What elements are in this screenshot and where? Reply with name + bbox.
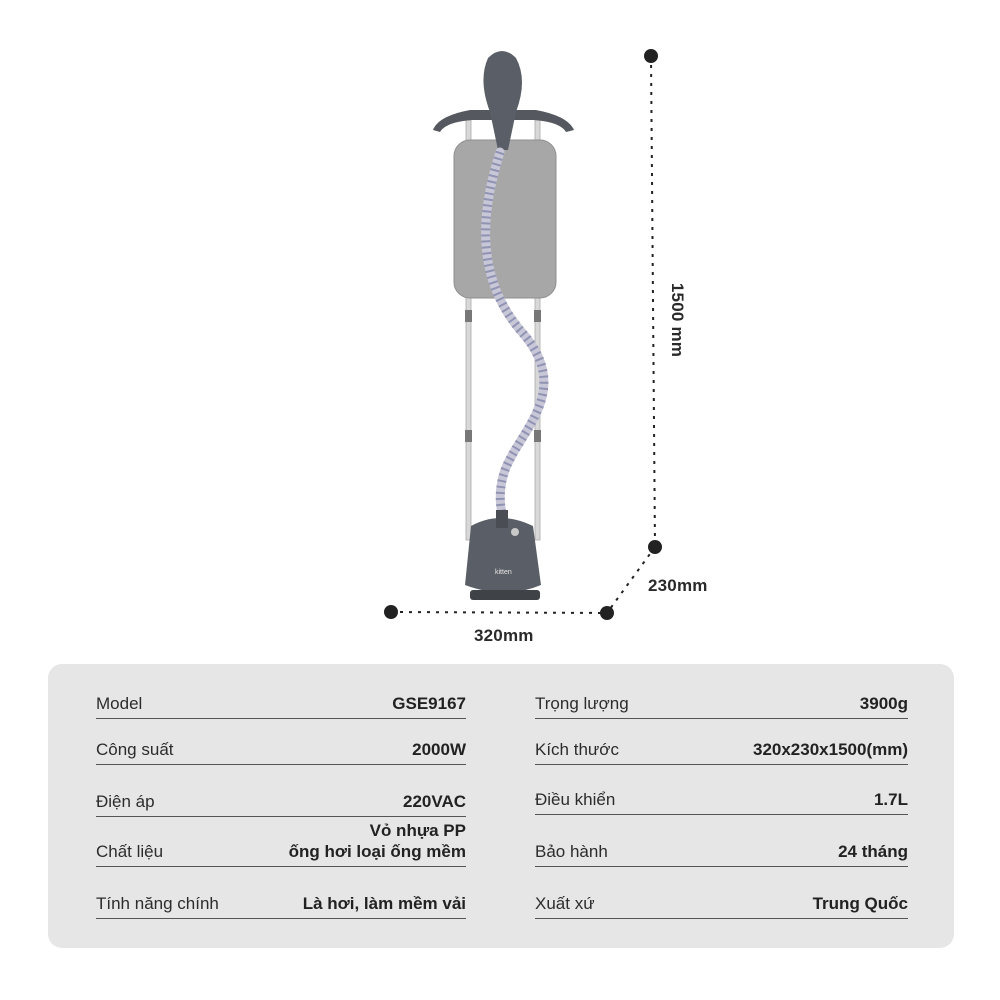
spec-label: Chất liệu [96,842,164,861]
spec-label: Bảo hành [535,842,608,861]
spec-row-material: Chất liệu Vỏ nhựa PP ống hơi loại ống mề… [96,820,466,867]
depth-dimension-label: 230mm [648,576,708,595]
spec-row-weight: Trọng lượng 3900g [535,674,908,719]
spec-row-control: Điều khiển 1.7L [535,770,908,815]
spec-row-size: Kích thước 320x230x1500(mm) [535,720,908,765]
spec-row-voltage: Điện áp 220VAC [96,772,466,817]
hanger [433,110,574,132]
spec-value: 3900g [859,694,908,713]
spec-value: 220VAC [403,792,466,811]
material-line-1: Vỏ nhựa PP [369,821,466,840]
dimension-endpoints [384,49,662,620]
spec-row-main-features: Tính năng chính Là hơi, làm mềm vải [96,874,466,919]
spec-value: 1.7L [873,790,908,809]
spec-label: Model [96,694,143,713]
spec-row-origin: Xuất xứ Trung Quốc [535,874,908,919]
spec-label: Tính năng chính [96,894,219,913]
specifications-card: Model GSE9167 Công suất 2000W Điện áp 22… [48,664,954,948]
spec-label: Điện áp [96,792,155,811]
ironing-board [453,139,557,299]
spec-value: 2000W [412,740,466,759]
spec-value: 320x230x1500(mm) [752,740,908,759]
spec-row-model: Model GSE9167 [96,674,466,719]
height-dimension-label: 1500 mm [668,282,688,358]
spec-label: Trọng lượng [535,694,629,713]
brand-logo: kitten [495,569,512,576]
garment-steamer-illustration [384,49,662,620]
spec-label: Kích thước [535,740,619,759]
steam-head [483,51,522,150]
spec-value: Vỏ nhựa PP ống hơi loại ống mềm [289,820,466,862]
material-line-2: ống hơi loại ống mềm [288,842,466,861]
water-tank-base [465,518,541,593]
spec-label: Xuất xứ [535,894,595,913]
spec-row-warranty: Bảo hành 24 tháng [535,822,908,867]
product-figure: 1500 mm 230mm 320mm kitten [384,49,708,645]
spec-value: Trung Quốc [812,894,908,913]
spec-value: 24 tháng [838,842,908,861]
width-dimension-label: 320mm [474,626,534,645]
spec-value: Là hơi, làm mềm vải [302,894,466,913]
dimension-lines [390,55,656,614]
spec-row-power: Công suất 2000W [96,720,466,765]
spec-value: GSE9167 [392,694,466,713]
spec-label: Công suất [96,740,174,759]
spec-label: Điều khiển [535,790,616,809]
